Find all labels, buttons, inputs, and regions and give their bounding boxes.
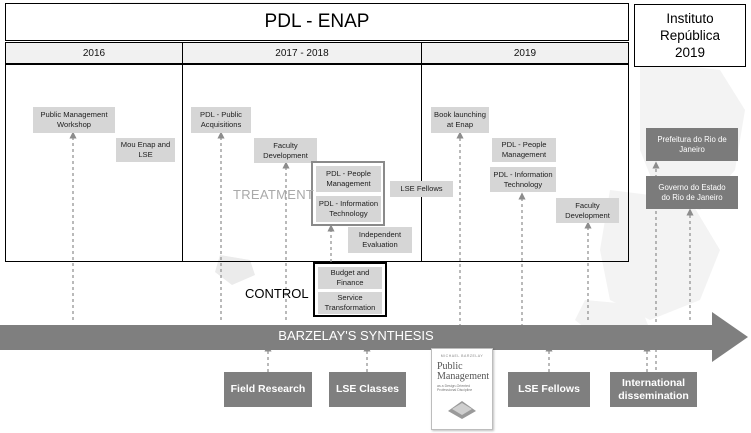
box-governo-estado-rio: Governo do Estado do Rio de Janeiro	[646, 176, 738, 209]
box-pdl-information-technology-2019: PDL - Information Technology	[490, 167, 556, 192]
program-title: PDL - ENAP	[5, 3, 629, 41]
box-budget-and-finance: Budget and Finance	[318, 267, 382, 289]
box-independent-evaluation: Independent Evaluation	[348, 227, 412, 253]
box-mou-enap-lse: Mou Enap and LSE	[116, 138, 175, 162]
box-line: LSE	[138, 150, 153, 159]
box-pdl-public-acquisitions: PDL - Public Acquisitions	[191, 107, 251, 133]
treatment-group-frame	[311, 161, 385, 226]
box-line: Budget and	[330, 268, 370, 277]
book-title-line: Management	[437, 371, 490, 382]
box-pdl-people-management-2019: PDL - People Management	[492, 138, 556, 162]
box-lse-fellows: LSE Fellows	[390, 181, 453, 197]
box-line: PDL - Information	[318, 199, 379, 208]
box-line: Mou Enap and	[120, 140, 171, 149]
instituto-line: 2019	[674, 45, 706, 60]
period-panel-2016	[5, 64, 183, 262]
box-line: Development	[263, 150, 308, 160]
box-international-dissemination: International dissemination	[610, 372, 697, 407]
box-line: Workshop	[56, 120, 92, 129]
box-line: Faculty	[273, 140, 298, 150]
book-cover-illustration	[448, 401, 476, 419]
book-subtitle-line: Professional Discipline	[437, 388, 473, 392]
treatment-label: TREATMENT	[233, 187, 315, 202]
instituto-line: Instituto	[666, 11, 714, 26]
year-label: 2019	[513, 47, 537, 59]
box-book-launching: Book launching at Enap	[431, 107, 489, 133]
box-line: Development	[565, 210, 610, 220]
box-faculty-development-2019: Faculty Development	[556, 198, 619, 223]
box-line: PDL - People	[326, 169, 371, 178]
program-title-text: PDL - ENAP	[264, 11, 370, 32]
box-line: Independent	[358, 230, 402, 239]
box-field-research: Field Research	[224, 372, 312, 407]
box-line: International	[621, 376, 685, 389]
box-line: PDL - Public	[200, 110, 242, 119]
box-line: Governo do Estado	[658, 182, 726, 192]
box-line: at Enap	[446, 120, 474, 129]
box-line: Management	[326, 179, 371, 188]
box-line: Faculty	[575, 200, 600, 210]
box-line: Service	[337, 293, 363, 302]
box-pdl-information-technology: PDL - Information Technology	[316, 196, 381, 222]
box-line: Janeiro	[679, 144, 705, 154]
box-pdl-people-management: PDL - People Management	[316, 166, 381, 192]
box-line: Prefeitura do Rio de	[657, 134, 727, 144]
control-label: CONTROL	[245, 286, 309, 301]
year-header-2019: 2019	[421, 42, 629, 64]
year-header-2016: 2016	[5, 42, 183, 64]
box-faculty-development: Faculty Development	[254, 138, 317, 163]
book-title: Public Management	[437, 362, 489, 382]
box-line: dissemination	[618, 389, 689, 402]
box-public-management-workshop: Public Management Workshop	[33, 107, 115, 133]
instituto-republica-box: Instituto República 2019	[634, 4, 746, 67]
box-line: Evaluation	[362, 240, 398, 249]
box-line: Acquisitions	[200, 120, 242, 129]
year-label: 2017 - 2018	[275, 47, 329, 59]
year-header-2017-2018: 2017 - 2018	[182, 42, 422, 64]
box-line: Management	[501, 150, 547, 159]
box-line: Field Research	[230, 383, 306, 395]
box-line: PDL - Information	[493, 169, 553, 179]
box-line: LSE Fellows	[400, 184, 443, 193]
instituto-line: República	[659, 28, 721, 43]
box-line: Finance	[336, 278, 364, 287]
box-line: LSE Fellows	[518, 383, 580, 395]
box-line: Public Management	[40, 110, 108, 119]
box-line: Technology	[503, 179, 543, 189]
year-label: 2016	[82, 47, 106, 59]
book-cover-image: MICHAEL BARZELAY Public Management as a …	[431, 348, 493, 430]
box-prefeitura-rio: Prefeitura do Rio de Janeiro	[646, 128, 738, 161]
box-line: do Rio de Janeiro	[661, 192, 723, 202]
box-line: Book launching	[434, 110, 486, 119]
box-line: Transformation	[324, 303, 376, 312]
box-lse-classes: LSE Classes	[329, 372, 406, 407]
barzelay-synthesis-label: BARZELAY'S SYNTHESIS	[278, 328, 434, 343]
book-subtitle: as a Design-Oriented Professional Discip…	[437, 384, 487, 392]
box-line: PDL - People	[501, 140, 547, 149]
book-subtitle-line: as a Design-Oriented	[437, 384, 471, 388]
box-lse-fellows-bottom: LSE Fellows	[508, 372, 590, 407]
box-line: LSE Classes	[335, 383, 400, 395]
book-title-line: Public	[437, 361, 463, 372]
box-line: Technology	[329, 209, 368, 218]
book-author: MICHAEL BARZELAY	[440, 354, 484, 358]
box-service-transformation: Service Transformation	[318, 292, 382, 314]
barzelay-synthesis-arrow	[0, 312, 748, 362]
period-panel-2019	[421, 64, 629, 262]
